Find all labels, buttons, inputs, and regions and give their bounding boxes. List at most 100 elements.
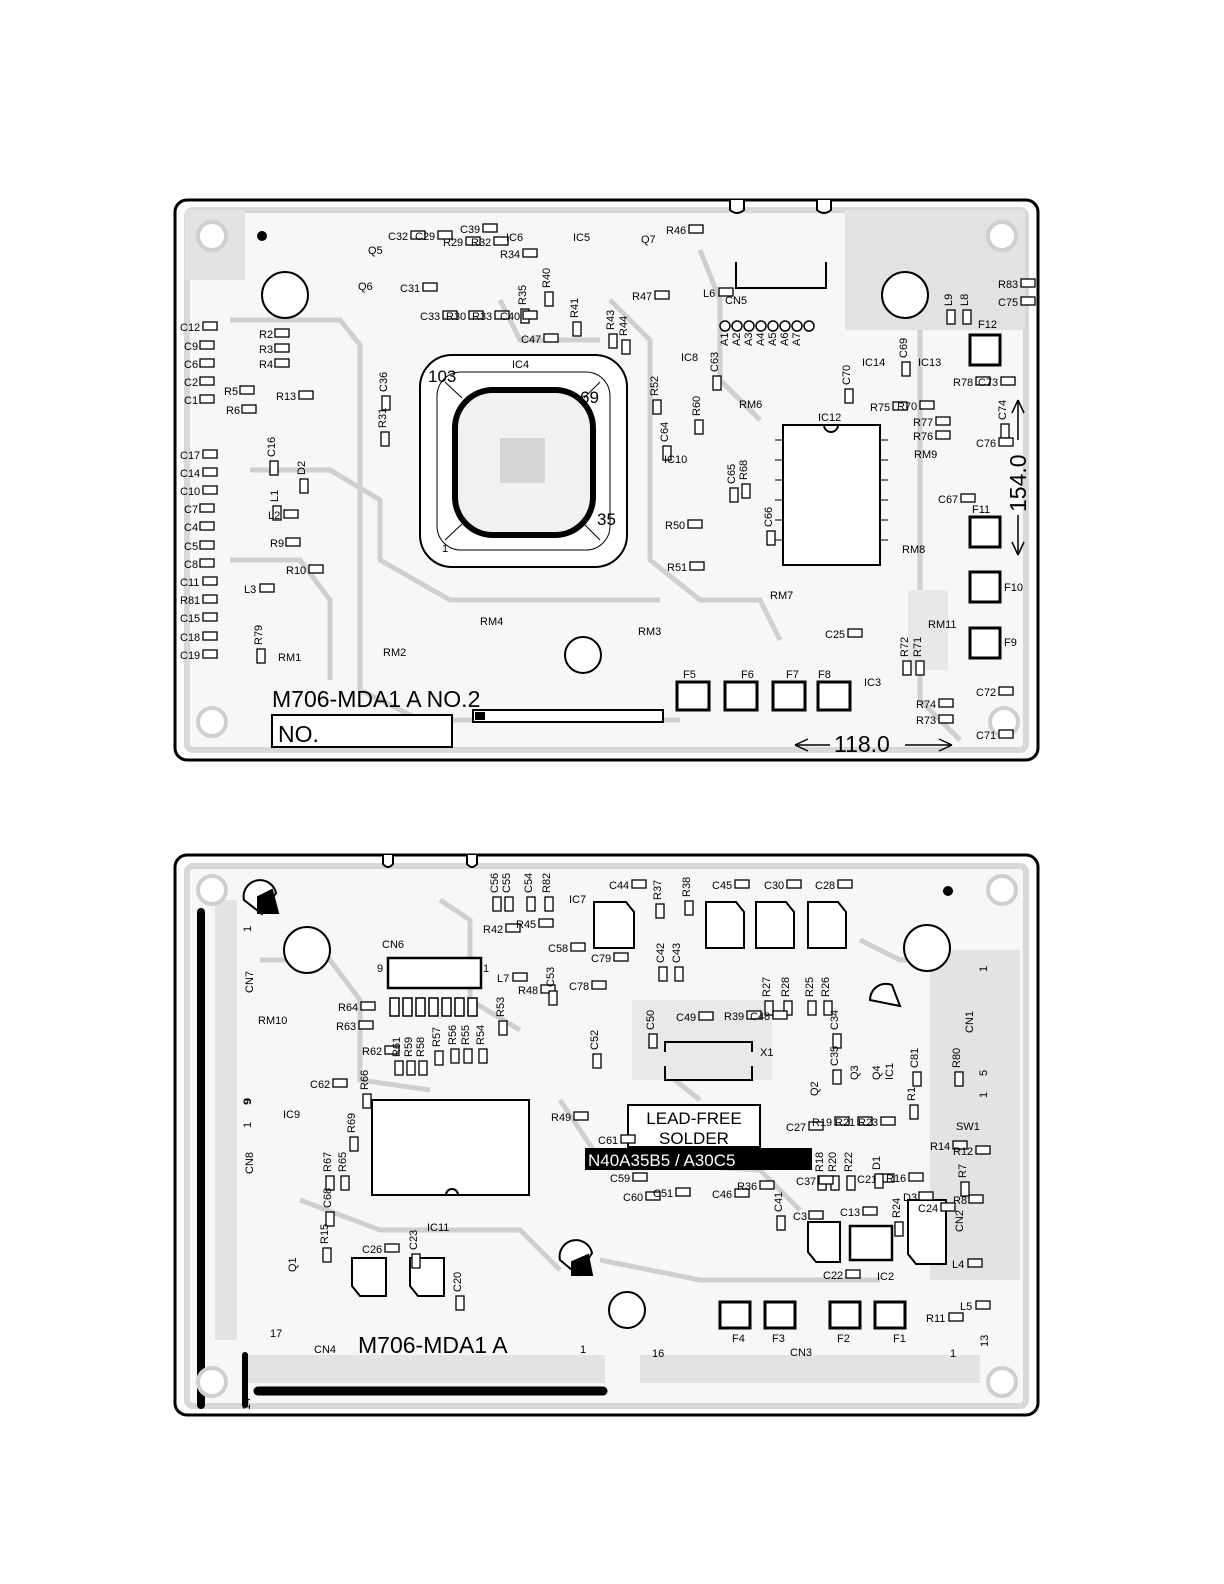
label-r11: R11 xyxy=(926,1313,945,1325)
pad-c52 xyxy=(592,1053,602,1069)
pad-r5 xyxy=(239,385,255,395)
label-f8: F8 xyxy=(818,669,831,681)
label-c28: C28 xyxy=(815,880,835,892)
label-r13: R13 xyxy=(276,391,296,403)
label-f3: F3 xyxy=(772,1333,785,1345)
label-d3: D3 xyxy=(903,1192,917,1204)
label-r4: R4 xyxy=(259,359,273,371)
label-rm6: RM6 xyxy=(739,399,762,411)
label-r53: R53 xyxy=(495,997,507,1017)
label-r59: R59 xyxy=(403,1037,415,1057)
label-d1: D1 xyxy=(871,1156,883,1170)
height-dimension: 154.0 xyxy=(1005,399,1031,556)
label-r40: R40 xyxy=(541,268,553,288)
pad-c13 xyxy=(862,1206,878,1216)
pad-l5 xyxy=(975,1300,991,1310)
pad-r48 xyxy=(540,984,556,994)
label-r45: R45 xyxy=(516,919,536,931)
label-rm3: RM3 xyxy=(638,626,661,638)
pad-r41 xyxy=(572,321,582,337)
label-r42: R42 xyxy=(483,924,503,936)
label-c78: C78 xyxy=(569,981,589,993)
label-q7: Q7 xyxy=(641,234,656,246)
pad-c48 xyxy=(772,1010,788,1020)
pad-c44 xyxy=(631,879,647,889)
pad-c5 xyxy=(199,540,215,550)
pad-c32 xyxy=(410,230,426,240)
pad-c24 xyxy=(940,1202,956,1212)
label-cn7: CN7 xyxy=(244,971,256,993)
label-f9: F9 xyxy=(1004,637,1017,649)
pad-c67 xyxy=(960,493,976,503)
pad-r79 xyxy=(256,648,266,664)
label-c11: C11 xyxy=(180,577,199,589)
pad-r74 xyxy=(938,698,954,708)
label-ic14: IC14 xyxy=(862,357,885,369)
pad-c4 xyxy=(199,521,215,531)
label-f1: F1 xyxy=(893,1333,906,1345)
label-c68: C68 xyxy=(322,1188,334,1208)
label-c72: C72 xyxy=(976,687,996,699)
pad-r14 xyxy=(952,1140,968,1150)
ic11-chip xyxy=(371,1099,530,1196)
label-cn4: CN4 xyxy=(314,1344,336,1356)
label-r36: R36 xyxy=(737,1181,757,1193)
pad-d2 xyxy=(299,478,309,494)
pad-l7 xyxy=(512,972,528,982)
label-r6: R6 xyxy=(226,405,240,417)
pad-c17 xyxy=(202,449,218,459)
bottom-board: LEAD-FREE SOLDER N40A35B5 / A30C5 M706-M… xyxy=(173,853,1040,1417)
pad-c37 xyxy=(818,1175,834,1185)
pad-r58 xyxy=(418,1060,428,1076)
pad-c15 xyxy=(202,612,218,622)
label-c18: C18 xyxy=(180,632,200,644)
label-ic6: IC6 xyxy=(506,232,523,244)
ic4-pin-103: 103 xyxy=(428,367,456,386)
pad-c10 xyxy=(202,485,218,495)
label-c76: C76 xyxy=(976,438,996,450)
label-r5: R5 xyxy=(224,386,238,398)
ic2-chip xyxy=(848,1224,894,1262)
label-c10: C10 xyxy=(180,486,200,498)
cn7-pin-1: 1 xyxy=(242,926,254,932)
pad-c50 xyxy=(648,1033,658,1049)
pad-r71 xyxy=(915,660,925,676)
fuse-blocks-top xyxy=(675,333,1002,712)
pad-c26 xyxy=(384,1243,400,1253)
cn2-pin-1: 1 xyxy=(978,1092,990,1098)
label-r47: R47 xyxy=(632,291,652,303)
label-q6: Q6 xyxy=(358,281,373,293)
label-c32: C32 xyxy=(388,231,408,243)
label-c22: C22 xyxy=(823,1270,843,1282)
pad-r68 xyxy=(741,483,751,499)
width-dimension-value: 118.0 xyxy=(834,731,890,757)
label-r25: R25 xyxy=(804,977,816,997)
label-l5: L5 xyxy=(960,1301,972,1313)
cn5-pin-a2: A2 xyxy=(731,333,743,346)
label-r20: R20 xyxy=(827,1152,839,1172)
label-c66: C66 xyxy=(763,507,775,527)
label-r18: R18 xyxy=(814,1152,826,1172)
cn4-pin-14: 14 xyxy=(241,1398,253,1410)
label-r16: R16 xyxy=(886,1173,906,1185)
pad-r2 xyxy=(274,328,290,338)
label-r69: R69 xyxy=(346,1113,358,1133)
label-c54: C54 xyxy=(523,873,535,893)
lead-free-text: LEAD-FREE xyxy=(646,1109,741,1128)
pad-c81 xyxy=(912,1071,922,1087)
pad-c69 xyxy=(901,361,911,377)
cn4-pin-17: 17 xyxy=(270,1328,282,1340)
label-r68: R68 xyxy=(738,460,750,480)
label-rm2: RM2 xyxy=(383,647,406,659)
label-c81: C81 xyxy=(909,1048,921,1068)
pad-c61 xyxy=(620,1134,636,1144)
pad-r42 xyxy=(505,923,521,933)
pad-r60 xyxy=(694,419,704,435)
pad-r3 xyxy=(274,343,290,353)
label-c49: C49 xyxy=(676,1012,696,1024)
pad-r59 xyxy=(406,1060,416,1076)
pad-c2 xyxy=(199,376,215,386)
